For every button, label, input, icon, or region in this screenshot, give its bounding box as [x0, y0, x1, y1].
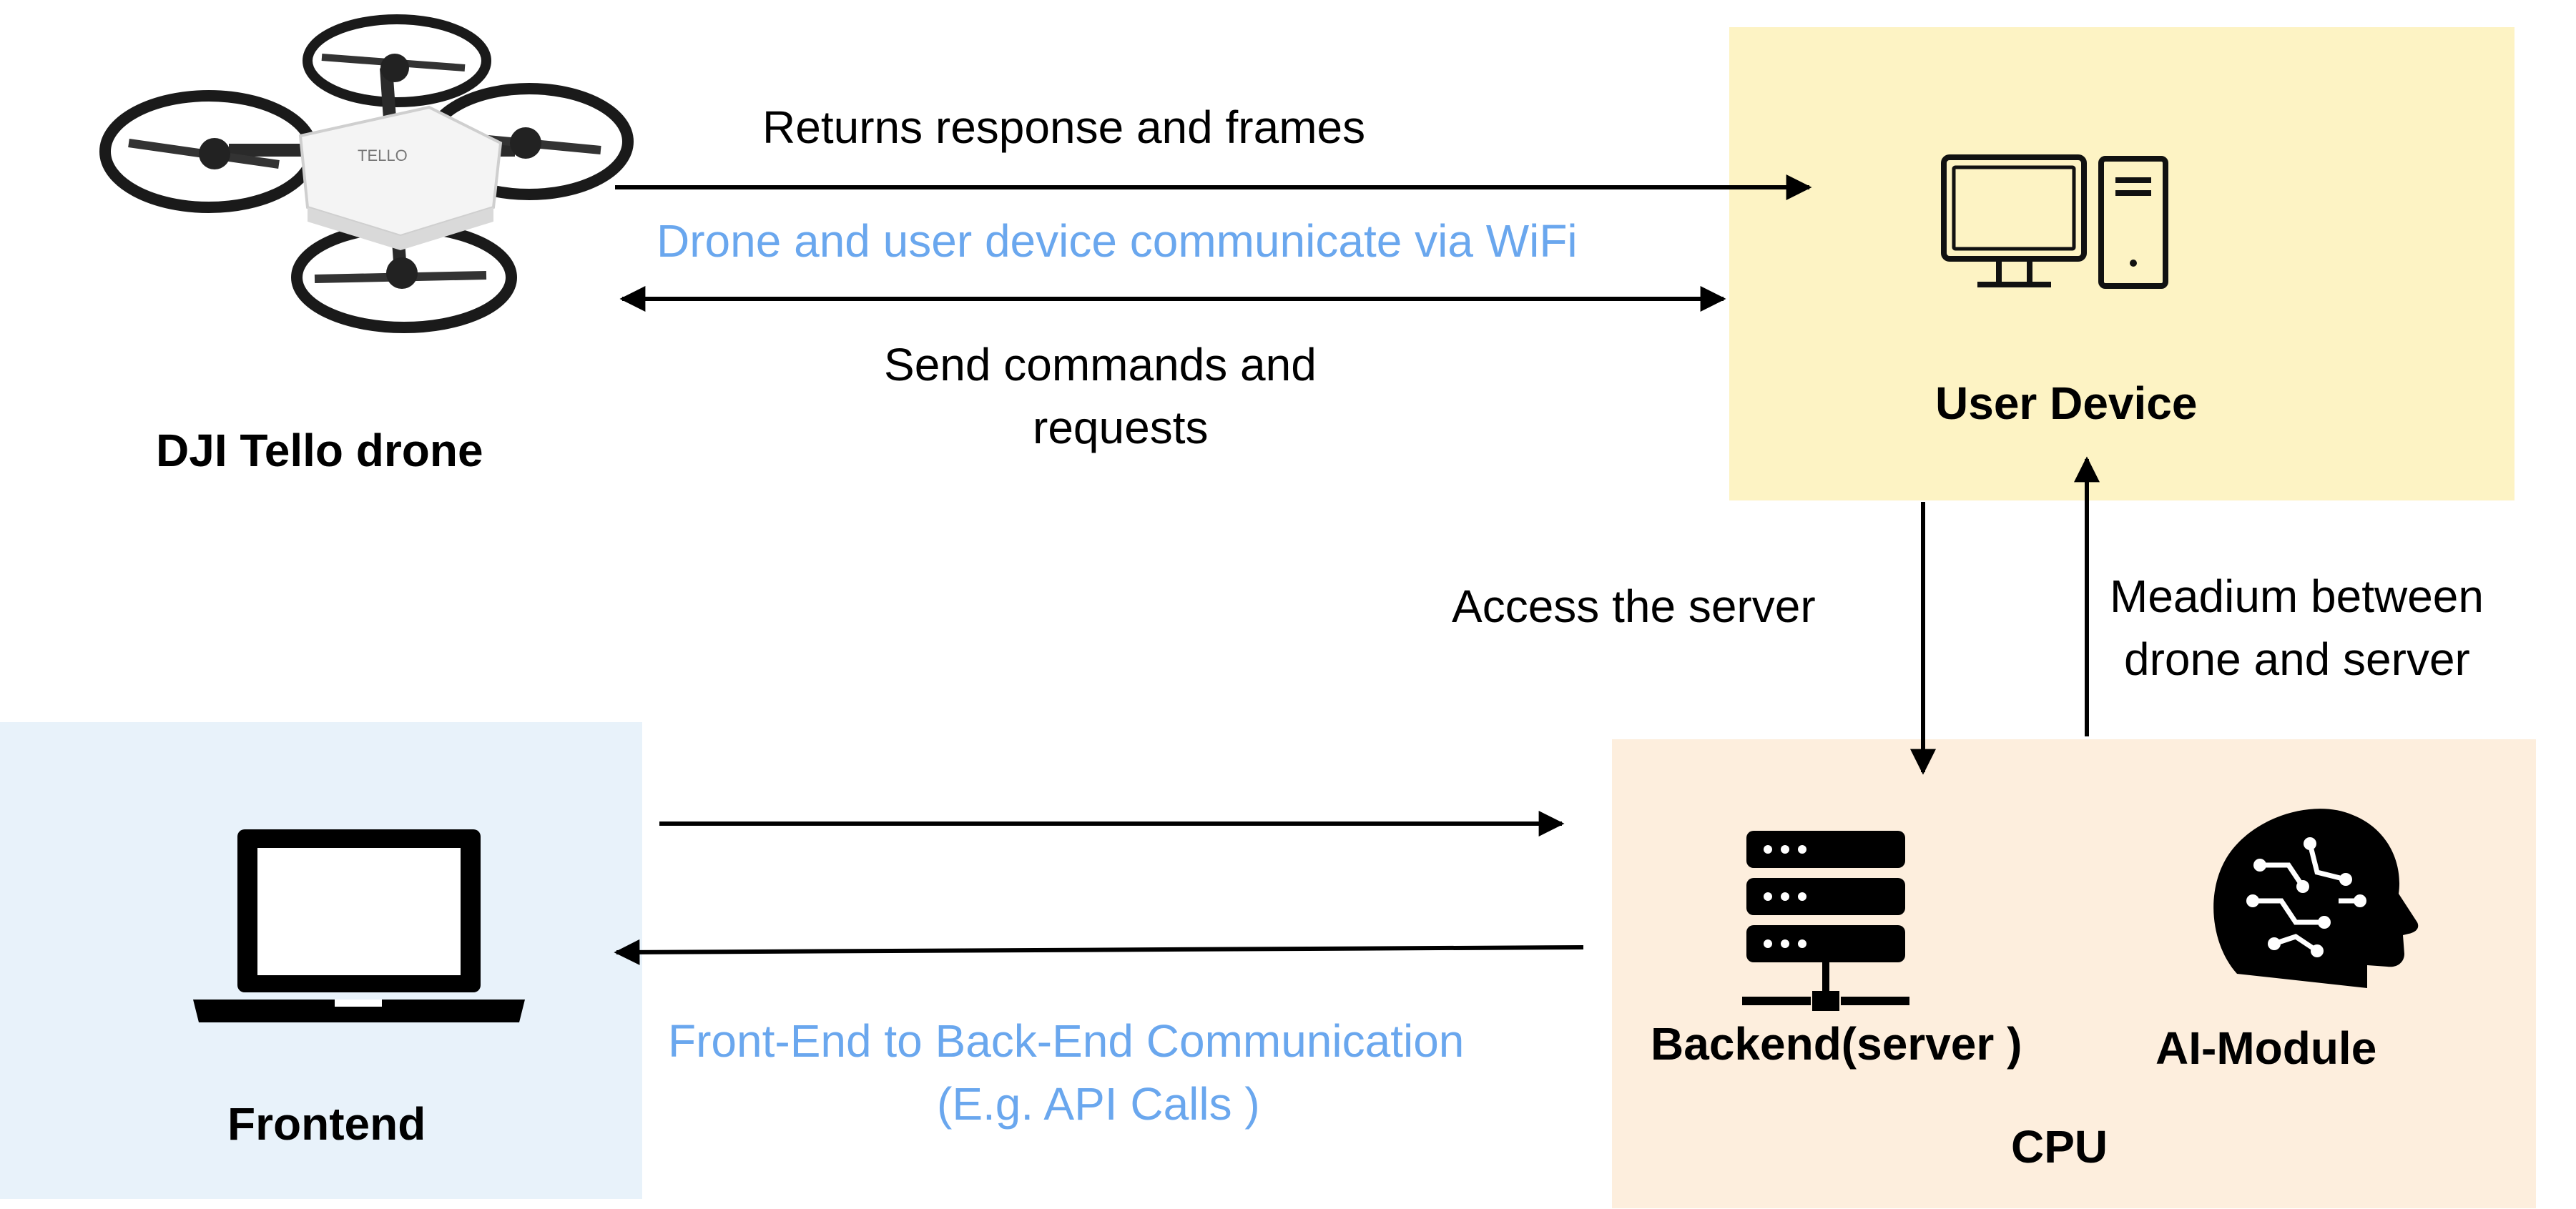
- user-device-box: [1729, 27, 2514, 500]
- frontend-backend-label-line2: (E.g. API Calls ): [937, 1078, 1260, 1130]
- frontend-label: Frontend: [227, 1098, 426, 1150]
- send-commands-label-line1: Send commands and: [884, 339, 1317, 390]
- wifi-note-label: Drone and user device communicate via Wi…: [657, 215, 1578, 267]
- arrow-backend-to-frontend: [614, 939, 1584, 965]
- ai-module-label: AI-Module: [2155, 1022, 2377, 1074]
- medium-label-line1: Meadium between: [2110, 571, 2484, 622]
- drone-icon: TELLO: [99, 14, 634, 333]
- server-icon: [1742, 831, 1909, 1011]
- backend-label: Backend(server ): [1651, 1018, 2022, 1070]
- cpu-box: [1612, 739, 2536, 1208]
- drone-label: DJI Tello drone: [156, 425, 483, 476]
- cpu-label: CPU: [2011, 1121, 2108, 1173]
- laptop-icon: [193, 829, 525, 1022]
- user-device-label: User Device: [1935, 377, 2198, 429]
- access-server-label: Access the server: [1452, 581, 1816, 632]
- frontend-backend-label-line1: Front-End to Back-End Communication: [668, 1015, 1465, 1067]
- medium-label-line2: drone and server: [2124, 633, 2470, 685]
- svg-text:TELLO: TELLO: [358, 147, 408, 164]
- desktop-computer-icon: [1941, 154, 2168, 289]
- send-commands-label-line2: requests: [1033, 402, 1209, 453]
- returns-response-label: Returns response and frames: [762, 102, 1366, 153]
- ai-brain-icon: [2213, 809, 2419, 988]
